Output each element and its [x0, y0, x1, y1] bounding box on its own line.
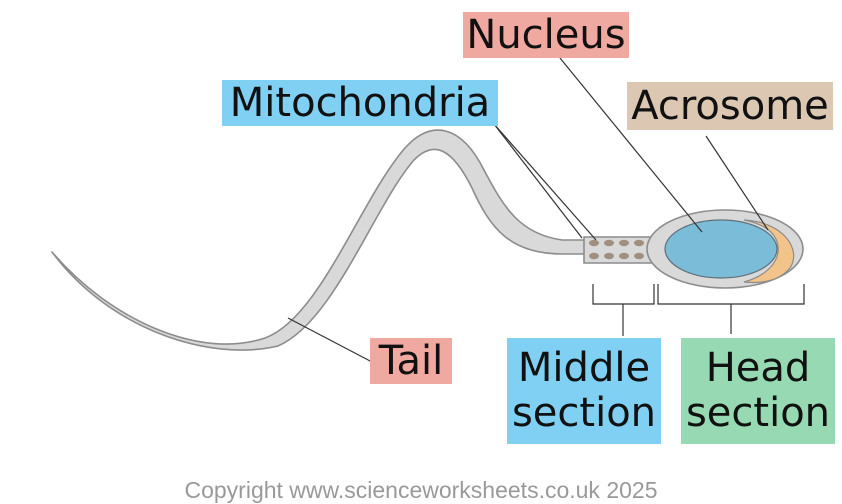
mitochondrion [634, 252, 644, 260]
mitochondrion [634, 239, 644, 247]
acrosome [743, 219, 795, 284]
leader-lines [287, 57, 769, 363]
tail-leader-line [287, 317, 373, 363]
nucleus [664, 219, 778, 279]
middle-section-label: Middle section [507, 338, 661, 444]
nucleus-leader-line [559, 57, 703, 233]
middle-section-label-line2: section [511, 390, 657, 436]
acrosome-leader-line [705, 135, 769, 231]
mitochondrion [619, 239, 629, 247]
mitochondria-leader-line [493, 123, 597, 241]
head-section-label-line1: Head [705, 345, 811, 392]
tail-label: Tail [370, 338, 452, 384]
head-section-label-line2: section [685, 390, 831, 436]
head-section-label: Head section [681, 338, 835, 444]
mitochondrion [604, 239, 614, 247]
sperm-tail [51, 129, 589, 351]
middle-section-bracket [592, 284, 655, 305]
nucleus-label: Nucleus [463, 12, 629, 58]
mitochondrion [604, 252, 614, 260]
section-brackets [592, 284, 805, 336]
copyright-notice: Copyright www.scienceworksheets.co.uk 20… [184, 477, 658, 503]
acrosome-label: Acrosome [627, 82, 833, 130]
mitochondrion [589, 252, 599, 260]
mitochondrion [589, 239, 599, 247]
mitochondrion [619, 252, 629, 260]
mitochondria-leader-line [493, 123, 583, 239]
mitochondria-label: Mitochondria [222, 80, 498, 126]
middle-section-label-line1: Middle [517, 345, 651, 392]
mitochondria [589, 239, 644, 260]
